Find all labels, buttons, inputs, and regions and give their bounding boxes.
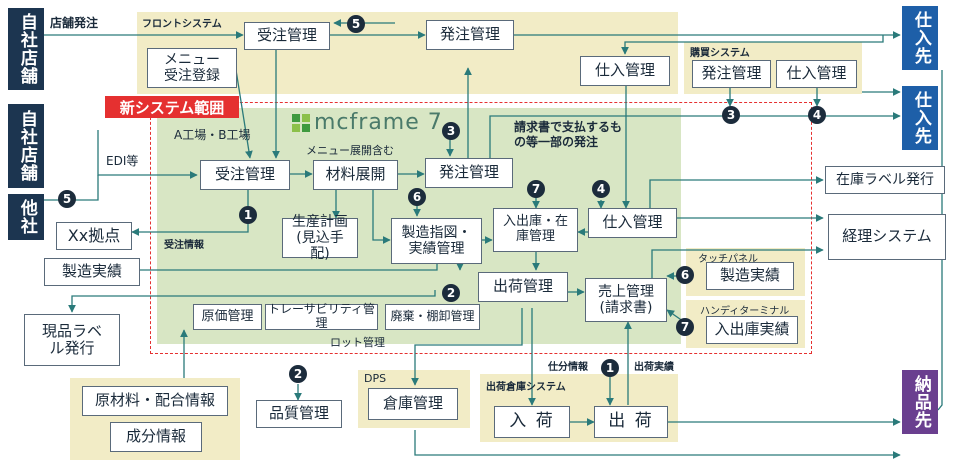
other-company-box: 他社 [8, 194, 44, 240]
line-other-company [35, 175, 99, 201]
delivery-box: 納品先 [902, 370, 938, 434]
components-box: 成分情報 [110, 422, 202, 452]
factories-label: A工場・B工場 [174, 128, 251, 142]
traceability-box: トレーサビリティ管理 [265, 302, 378, 330]
badge-5-top: 5 [347, 15, 365, 33]
dps-title: DPS [364, 372, 387, 385]
mcframe-logo: mcframe 7 [314, 110, 443, 135]
top-purchase-mgmt-box: 仕入管理 [580, 56, 670, 86]
purchasing-purchase-box: 仕入管理 [776, 60, 857, 88]
line-po3-to-supplier2 [489, 112, 901, 158]
badge-1-order: 1 [239, 206, 257, 224]
handy-in-out-box: 入出庫実績 [706, 316, 798, 344]
po-mgmt-box: 発注管理 [425, 158, 513, 188]
edi-label: EDI等 [106, 154, 139, 168]
purchasing-po-box: 発注管理 [692, 60, 771, 88]
line-to-top-purchase [621, 35, 884, 55]
order-mgmt-box: 受注管理 [200, 160, 290, 190]
handy-terminal-title: ハンディターミナル [700, 306, 790, 317]
badge-5-left: 5 [58, 190, 76, 208]
sales-mgmt-box: 売上管理 (請求書) [585, 278, 667, 322]
badge-2-bottom: 2 [289, 365, 307, 383]
material-expand-box: 材料展開 [313, 160, 398, 190]
disposal-box: 廃棄・棚卸管理 [385, 304, 480, 330]
receiving-box: 入 荷 [494, 406, 570, 438]
shipping-warehouse-title: 出荷倉庫システム [486, 382, 566, 393]
badge-6-mid: 6 [408, 188, 426, 206]
line-purchase-to-stocklabel [649, 176, 824, 210]
badge-2-mid: 2 [442, 284, 460, 302]
line-to-product-label [68, 290, 436, 313]
menu-expand-label: メニュー展開含む [306, 144, 394, 157]
new-system-title: 新システム範囲 [105, 96, 239, 118]
purchase-mgmt-box: 仕入管理 [588, 208, 677, 238]
own-store-box-2: 自社店舗 [8, 104, 44, 188]
stock-label-box: 在庫ラベル発行 [825, 166, 945, 194]
quality-mgmt-box: 品質管理 [256, 400, 342, 428]
touch-panel-title: タッチパネル [698, 254, 758, 265]
in-out-stock-box: 入出庫・在庫管理 [493, 208, 578, 252]
frontend-system-title: フロントシステム [142, 19, 222, 30]
badge-4-top: 4 [808, 106, 826, 124]
warehouse-mgmt-box: 倉庫管理 [368, 388, 458, 420]
supplier-box-1: 仕入先 [902, 6, 938, 70]
shipping-box: 出 荷 [594, 406, 668, 438]
touch-mfg-results-box: 製造実績 [706, 262, 794, 290]
line-order-to-xx [131, 190, 249, 236]
menu-order-box: メニュー受注登録 [147, 48, 237, 88]
line-material-to-mfg [372, 190, 391, 244]
accounting-box: 経理システム [828, 214, 946, 260]
badge-3-mid: 3 [442, 122, 460, 140]
badge-7-mid: 7 [527, 180, 545, 198]
mcframe-logo-mark [292, 114, 310, 132]
production-plan-box: 生産計画 (見込手配) [282, 214, 358, 262]
badge-1-bottom: 1 [601, 359, 619, 377]
line-ship-to-warehouse [411, 308, 523, 386]
badge-7-right: 7 [676, 318, 694, 336]
xx-base-box: Xx拠点 [56, 222, 132, 250]
ship-results-label: 出荷実績 [634, 362, 674, 373]
manufacturing-results-box: 製造実績 [44, 258, 140, 286]
store-order-label: 店舗発注 [50, 16, 99, 30]
own-store-box-1: 自社店舗 [8, 8, 44, 90]
badge-6-right: 6 [676, 266, 694, 284]
raw-materials-box: 原材料・配合情報 [82, 386, 228, 416]
line-warehouse-to-delivery [414, 430, 901, 459]
badge-4-mid: 4 [592, 180, 610, 198]
shipping-mgmt-box: 出荷管理 [478, 272, 568, 302]
frontend-order-mgmt-box: 受注管理 [244, 22, 330, 50]
new-system-scope [150, 102, 812, 354]
invoice-note-label: 請求書で支払するもの等一部の発注 [514, 120, 623, 149]
frontend-po-mgmt-box: 発注管理 [426, 20, 514, 50]
product-label-box: 現品ラベル発行 [24, 314, 120, 366]
lot-mgmt-label: ロット管理 [330, 336, 385, 349]
mfg-instruction-box: 製造指図・実績管理 [391, 218, 482, 264]
supplier-box-2: 仕入先 [902, 86, 938, 150]
purchasing-system-title: 購買システム [690, 48, 750, 59]
sort-info-label: 仕分情報 [548, 362, 588, 373]
badge-3-top: 3 [722, 106, 740, 124]
order-info-label: 受注情報 [164, 240, 204, 251]
cost-mgmt-box: 原価管理 [193, 304, 262, 330]
line-sales-to-accounting [651, 246, 824, 278]
line-menu-to-order [235, 69, 253, 159]
